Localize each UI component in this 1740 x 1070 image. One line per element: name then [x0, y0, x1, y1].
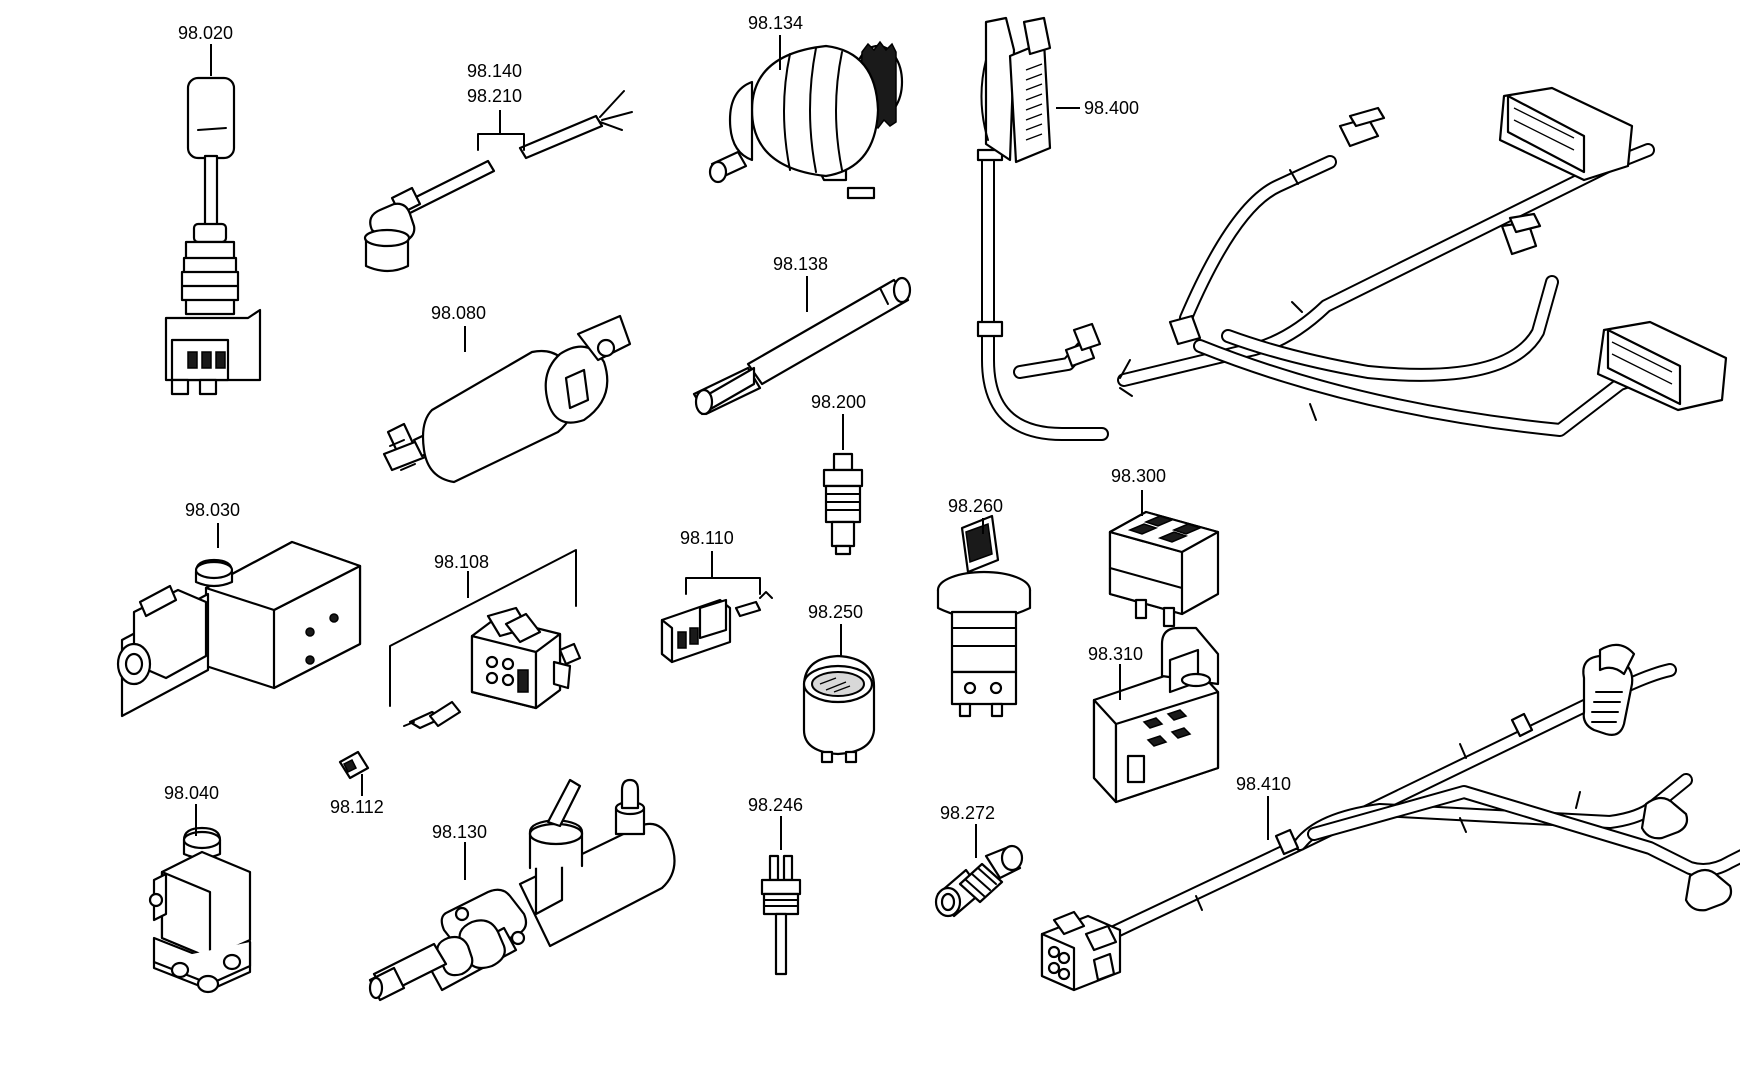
part-98200-sensor-switch [822, 452, 864, 556]
part-98020-joystick [164, 76, 262, 396]
part-98080-solenoid [382, 314, 632, 484]
part-98112-terminal [338, 750, 370, 780]
part-98030-valve [116, 540, 362, 718]
part-98110-connector [660, 591, 773, 664]
label-98200: 98.200 [811, 392, 866, 412]
label-98246: 98.246 [748, 795, 803, 815]
part-98260-rotary-switch [936, 514, 1032, 718]
label-98272: 98.272 [940, 803, 995, 823]
label-98300: 98.300 [1111, 466, 1166, 486]
part-98400-wire-harness [976, 16, 1728, 441]
label-98112: 98.112 [330, 797, 384, 817]
part-98272-fitting [934, 844, 1024, 918]
part-98410-wire-harness [1040, 643, 1740, 992]
label-98310: 98.310 [1088, 644, 1143, 664]
label-98260: 98.260 [948, 496, 1003, 516]
label-98020: 98.020 [178, 23, 233, 43]
part-98040-valve [148, 826, 252, 994]
bracket-98140 [477, 133, 525, 151]
label-98130: 98.130 [432, 822, 487, 842]
bracket-98108 [389, 549, 577, 707]
part-98246-temp-sensor [760, 854, 802, 976]
label-98400: 98.400 [1084, 98, 1139, 118]
part-98130-master-cylinder [368, 778, 676, 1002]
label-98210: 98.210 [467, 86, 522, 106]
label-98030: 98.030 [185, 500, 240, 520]
label-98134: 98.134 [748, 13, 803, 33]
part-98250-gauge [802, 654, 876, 764]
part-98140-sensor-cable [363, 90, 633, 273]
part-98134-fuel-pump [708, 40, 904, 200]
label-98250: 98.250 [808, 602, 863, 622]
bracket-98110 [685, 577, 761, 595]
label-98140: 98.140 [467, 61, 522, 81]
label-98410: 98.410 [1236, 774, 1291, 794]
label-98080: 98.080 [431, 303, 486, 323]
label-98138: 98.138 [773, 254, 828, 274]
part-98108-plug-housing [403, 606, 582, 730]
label-98040: 98.040 [164, 783, 219, 803]
part-98310-relay-socket [1092, 626, 1220, 804]
part-98138-rod [692, 276, 912, 416]
label-98110: 98.110 [680, 528, 734, 548]
label-98108: 98.108 [434, 552, 489, 572]
part-98300-relay [1108, 510, 1220, 628]
